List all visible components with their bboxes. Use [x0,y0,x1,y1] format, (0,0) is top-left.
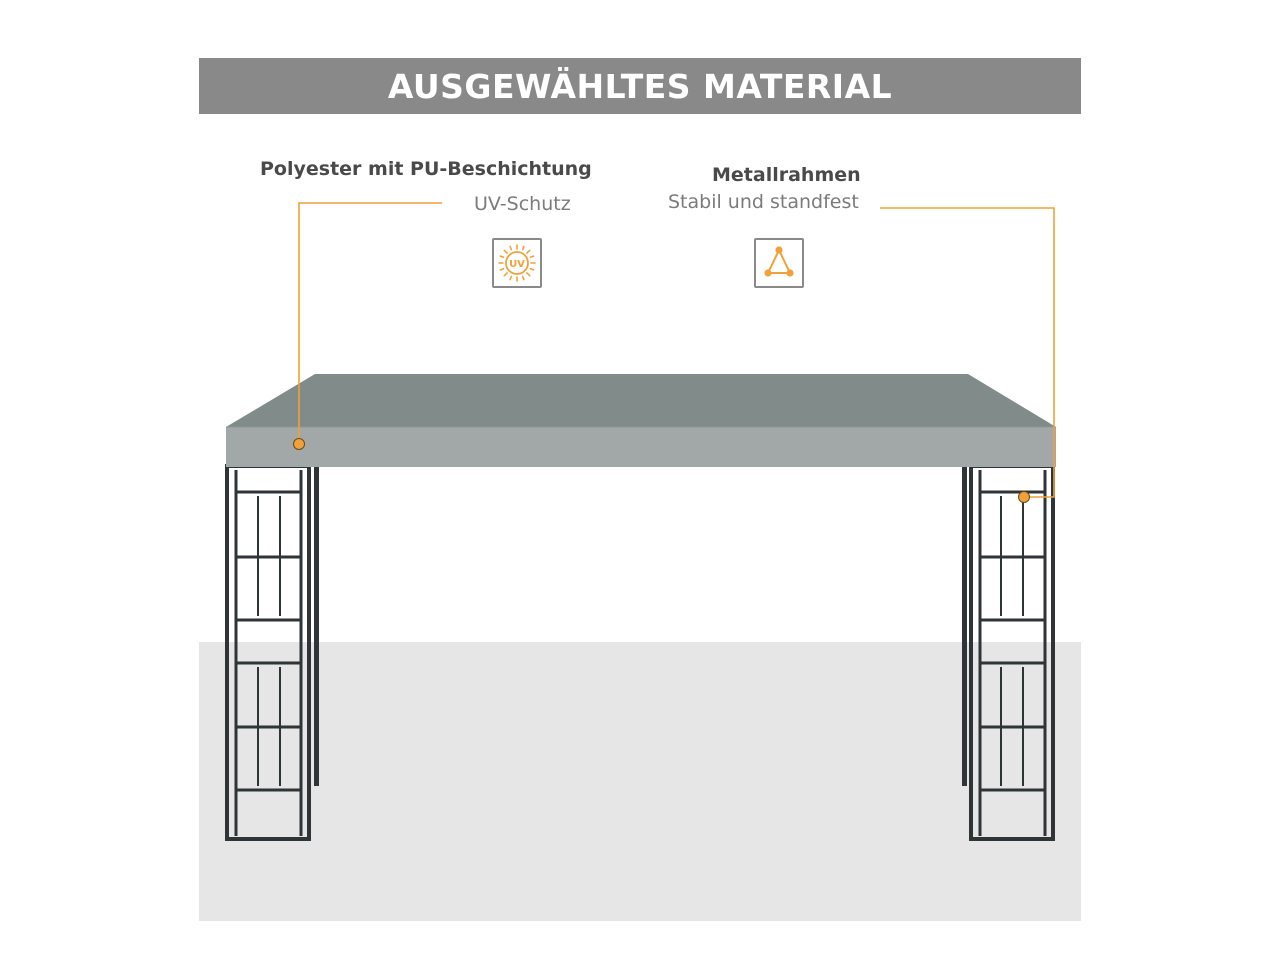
back-posts [314,466,967,786]
canopy-callout-dot [293,438,305,450]
callout-lines [298,202,1055,498]
uv-protection-icon: UV [492,238,542,288]
feature-subtitle-stable: Stabil und standfest [668,191,859,213]
header-band: AUSGEWÄHLTES MATERIAL [199,58,1081,114]
right-trellis-leg [969,464,1055,841]
feature-title-polyester: Polyester mit PU-Beschichtung [260,158,592,180]
frame-callout-dot [1018,491,1030,503]
triangle-stability-icon [754,238,804,288]
header-title: AUSGEWÄHLTES MATERIAL [387,66,893,106]
left-trellis-leg [225,464,311,841]
uv-icon-label: UV [509,259,525,270]
canopy-roof [226,374,1056,467]
floor-backdrop [199,642,1081,921]
feature-subtitle-uv: UV-Schutz [474,193,571,215]
feature-title-metal-frame: Metallrahmen [712,164,861,186]
